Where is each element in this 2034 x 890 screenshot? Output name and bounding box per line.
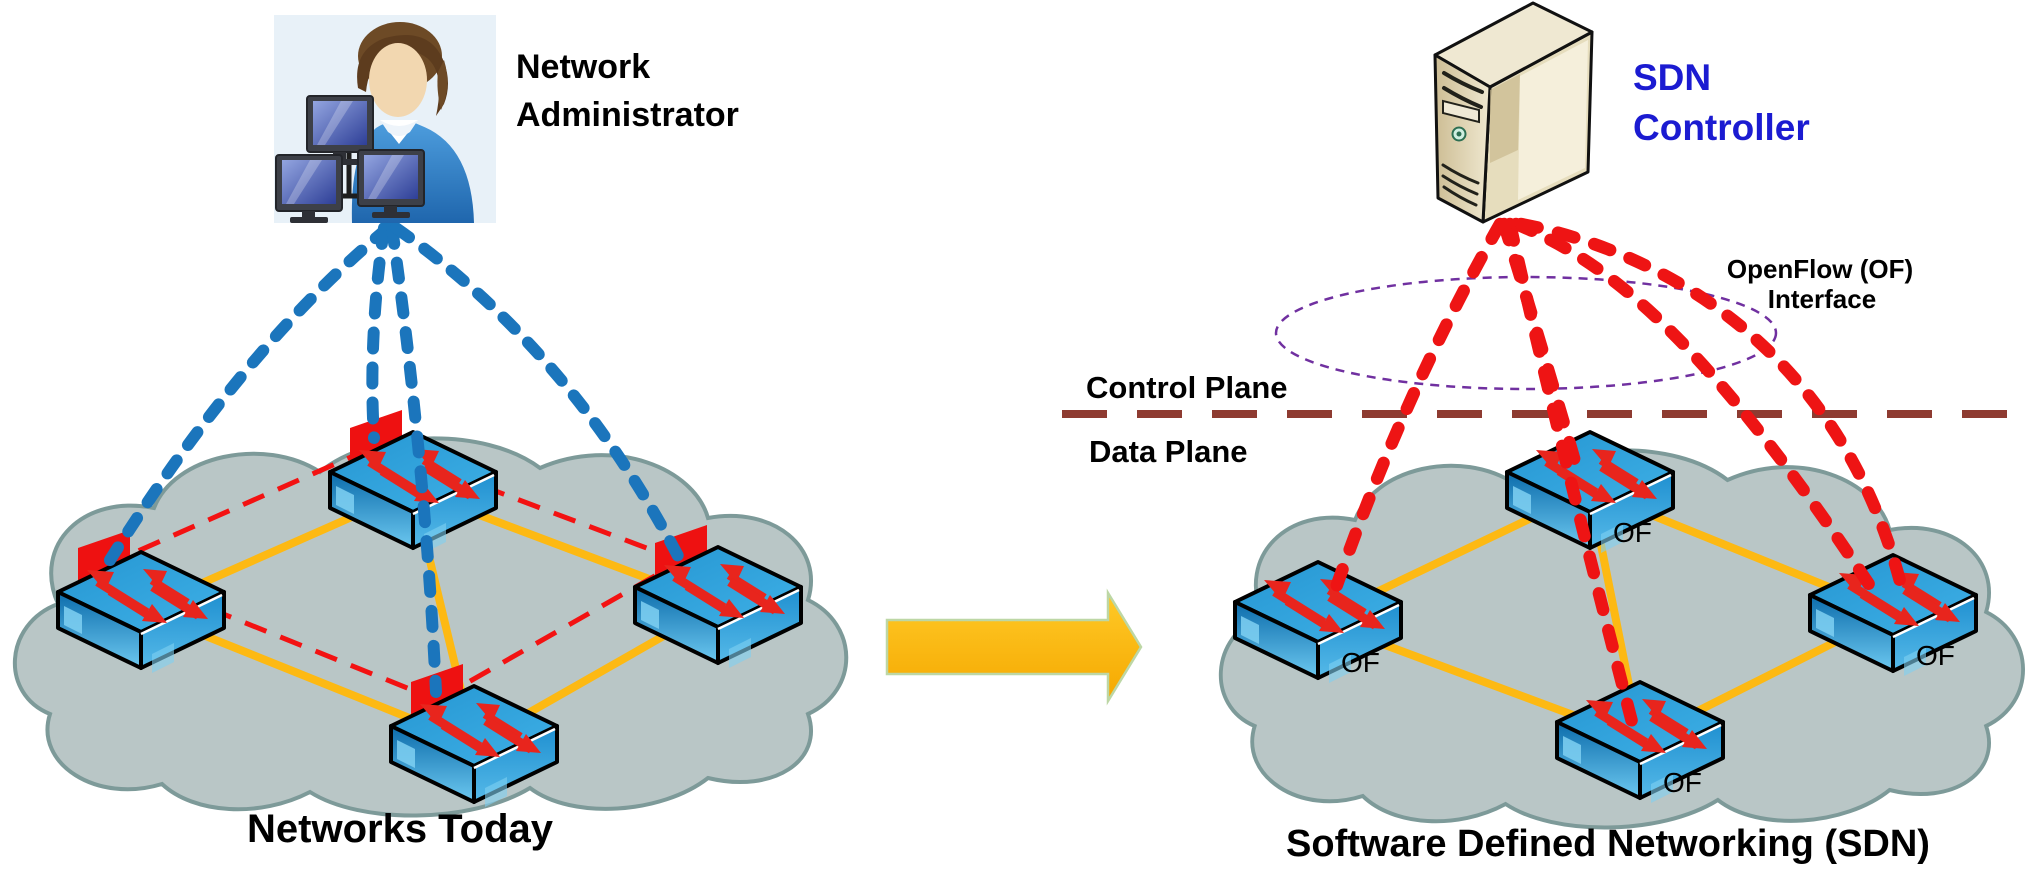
sdn-group: OF OF OF OF: [1062, 1, 2034, 865]
of-label-right: OF: [1916, 640, 1955, 671]
networks-today-group: Network Administrator Networks Today: [12, 15, 849, 851]
openflow-control-links: [1323, 217, 1908, 729]
server-tower-icon: [1433, 1, 1594, 224]
controller-label-line1: SDN: [1633, 57, 1711, 98]
admin-management-links: [104, 222, 684, 698]
admin-label-line1: Network: [516, 48, 650, 86]
right-caption: Software Defined Networking (SDN): [1286, 823, 1930, 865]
network-administrator-icon: [274, 15, 496, 223]
computer-monitors-icon: [275, 95, 425, 223]
control-plane-label: Control Plane: [1086, 370, 1288, 405]
openflow-interface-label-line2: Interface: [1768, 284, 1876, 314]
admin-label-line2: Administrator: [516, 96, 739, 134]
controller-label-line2: Controller: [1633, 107, 1810, 148]
of-label-left: OF: [1341, 647, 1380, 678]
right-block-arrow-icon: [885, 588, 1143, 706]
purple-dashed-ellipse: [1274, 275, 1778, 391]
of-label-top: OF: [1613, 517, 1652, 548]
data-plane-label: Data Plane: [1089, 434, 1248, 469]
left-caption: Networks Today: [247, 807, 554, 851]
of-label-bottom: OF: [1663, 767, 1702, 798]
openflow-interface-label-line1: OpenFlow (OF): [1727, 254, 1913, 284]
